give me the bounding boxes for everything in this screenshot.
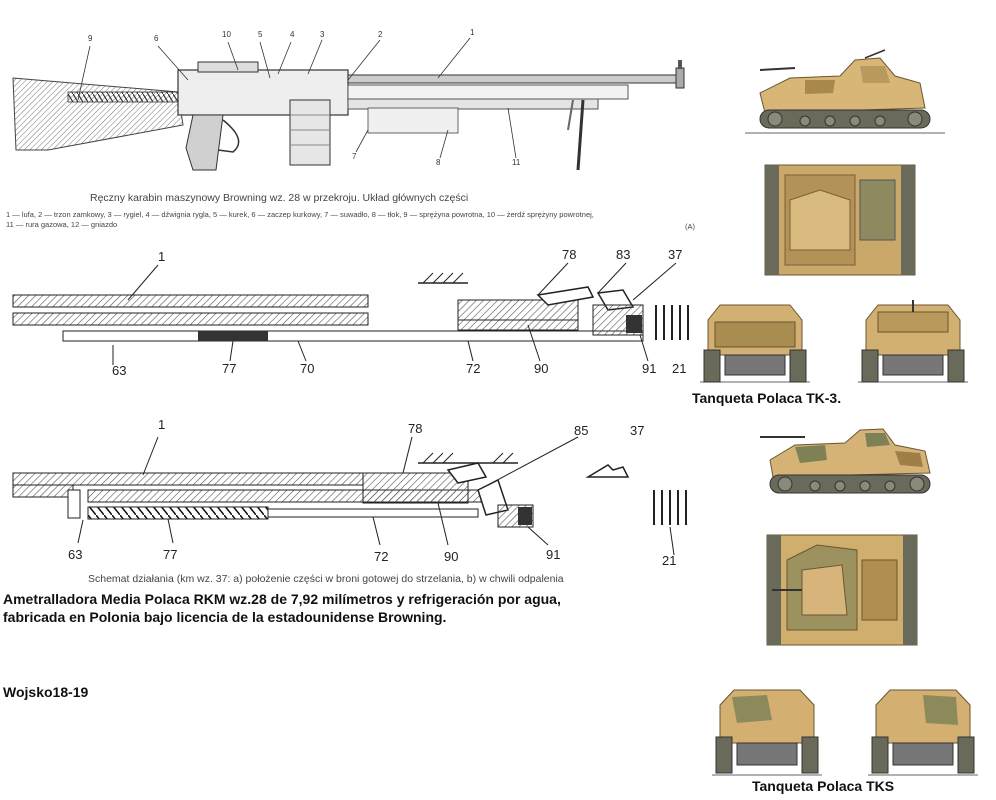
part-number-11: 11 <box>512 158 521 167</box>
rifle-cutaway-drawing <box>12 37 685 171</box>
schematic-a-label-37: 37 <box>668 247 683 262</box>
part-number-7: 7 <box>352 152 357 161</box>
schematic-b-label-77: 77 <box>163 547 178 562</box>
schematic-b-label-90: 90 <box>444 549 459 564</box>
tks-side-view <box>755 415 945 500</box>
schematic-a-label-1: 1 <box>158 249 166 264</box>
tk3-front-illustration <box>858 300 968 383</box>
tk3-label: Tanqueta Polaca TK-3. <box>692 390 842 406</box>
tk3-top-illustration <box>764 164 916 276</box>
part-number-1: 1 <box>470 28 475 37</box>
schematic-b-label-37: 37 <box>630 423 645 438</box>
schematic-b-label-21: 21 <box>662 553 677 568</box>
part-number-6: 6 <box>154 34 159 43</box>
schematic-b-label-85: 85 <box>574 423 589 438</box>
tks-side-illustration <box>760 428 931 494</box>
tk3-side-illustration <box>745 49 945 134</box>
schematic-b-label-78: 78 <box>408 421 423 436</box>
mechanism-schematic-firing-drawing <box>12 436 687 556</box>
part-number-4: 4 <box>290 30 295 39</box>
schematic-b-label-63: 63 <box>68 547 83 562</box>
rifle-legend-mark: (A) <box>685 222 695 231</box>
tk3-rear-illustration <box>700 304 810 383</box>
part-number-2: 2 <box>378 30 383 39</box>
schematic-a-label-90: 90 <box>534 361 549 376</box>
schematic-b-label-72: 72 <box>374 549 389 564</box>
tks-rear-illustration <box>712 689 822 776</box>
part-number-9: 9 <box>88 34 93 43</box>
part-number-3: 3 <box>320 30 325 39</box>
mechanism-schematic-ready: 1 78 83 37 63 77 70 72 90 91 21 <box>8 245 698 385</box>
schematic-caption: Schemat działania (km wz. 37: a) położen… <box>88 573 564 585</box>
rifle-cutaway-caption: Ręczny karabin maszynowy Browning wz. 28… <box>90 192 469 204</box>
schematic-a-label-63: 63 <box>112 363 127 378</box>
part-number-8: 8 <box>436 158 441 167</box>
description-line-1: Ametralladora Media Polaca RKM wz.28 de … <box>3 591 561 607</box>
tks-front-illustration <box>868 689 978 776</box>
tk3-rear-view <box>700 300 810 385</box>
schematic-a-label-72: 72 <box>466 361 481 376</box>
tks-label: Tanqueta Polaca TKS <box>752 778 895 794</box>
schematic-a-label-83: 83 <box>616 247 631 262</box>
tk3-side-view <box>745 38 945 138</box>
rifle-parts-legend-line-1: 1 — lufa, 2 — trzon zamkowy, 3 — rygiel,… <box>6 210 594 219</box>
tks-front-view <box>868 685 978 777</box>
schematic-a-label-91: 91 <box>642 361 657 376</box>
description-line-2: fabricada en Polonia bajo licencia de la… <box>3 609 447 625</box>
part-number-10: 10 <box>222 30 231 39</box>
schematic-a-label-77: 77 <box>222 361 237 376</box>
tks-rear-view <box>712 685 822 777</box>
source-credit: Wojsko18-19 <box>3 684 89 700</box>
mechanism-schematic-ready-drawing <box>12 262 689 365</box>
schematic-a-label-78: 78 <box>562 247 577 262</box>
tks-top-view <box>762 530 922 650</box>
schematic-b-label-1: 1 <box>158 417 166 432</box>
tk3-top-view <box>760 160 920 280</box>
mechanism-schematic-firing: 1 78 85 37 63 77 72 90 91 21 <box>8 415 698 575</box>
schematic-a-label-70: 70 <box>300 361 315 376</box>
schematic-a-label-21: 21 <box>672 361 687 376</box>
schematic-b-label-91: 91 <box>546 547 561 562</box>
tks-top-illustration <box>766 534 918 646</box>
part-number-5: 5 <box>258 30 263 39</box>
rifle-cutaway-figure: 9 6 10 5 4 3 2 1 7 8 11 <box>8 28 708 190</box>
rifle-parts-legend-line-2: 11 — rura gazowa, 12 — gniazdo <box>6 220 118 229</box>
tk3-front-view <box>858 300 968 385</box>
machine-gun-description: Ametralladora Media Polaca RKM wz.28 de … <box>3 590 703 626</box>
